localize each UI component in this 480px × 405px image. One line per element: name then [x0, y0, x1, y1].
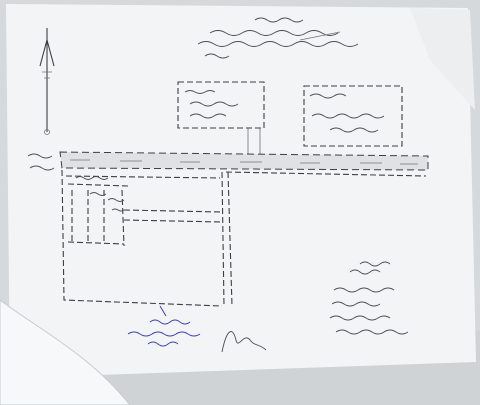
seal-stamp — [127, 305, 201, 347]
header-notes — [197, 17, 359, 59]
north-arrow-icon — [39, 28, 55, 135]
side-notes — [329, 261, 409, 335]
plot-box-upper-right — [303, 85, 403, 147]
road-band — [27, 151, 429, 171]
plot-box-upper-left — [177, 81, 265, 156]
property-boundary — [61, 169, 427, 307]
paper-fold — [410, 8, 475, 110]
plot-subdivisions — [65, 175, 223, 247]
handwritten-signature — [221, 331, 267, 353]
paper-sheet — [6, 4, 476, 378]
